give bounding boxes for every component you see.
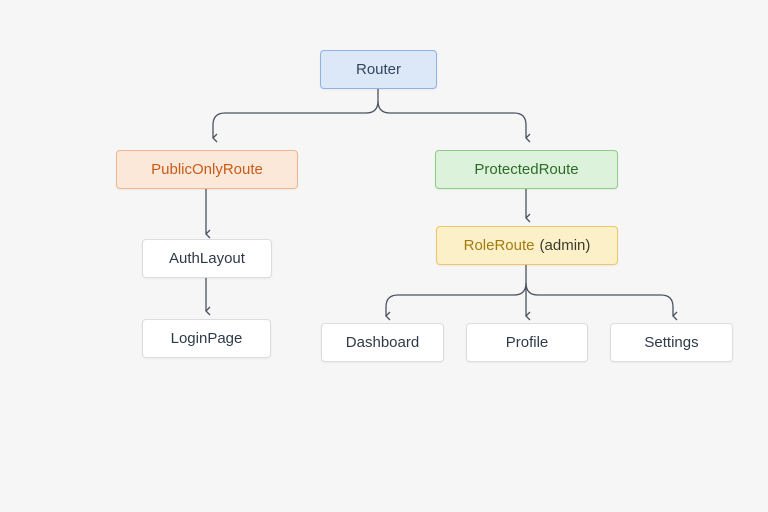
role-route-node-param: (admin) (539, 237, 591, 254)
auth-layout-node: AuthLayout (142, 239, 272, 278)
router-node: Router (320, 50, 437, 89)
protected-route-node: ProtectedRoute (435, 150, 618, 189)
router-node-label: Router (355, 61, 402, 78)
role-route-node-label: RoleRoute (463, 237, 535, 254)
dashboard-node-label: Dashboard (345, 334, 420, 351)
login-page-node: LoginPage (142, 319, 271, 358)
profile-node-label: Profile (505, 334, 549, 351)
role-route-node: RoleRoute (admin) (436, 226, 618, 265)
login-page-node-label: LoginPage (170, 330, 243, 347)
dashboard-node: Dashboard (321, 323, 444, 362)
public-only-route-node: PublicOnlyRoute (116, 150, 298, 189)
protected-route-node-label: ProtectedRoute (474, 161, 579, 178)
settings-node: Settings (610, 323, 733, 362)
edge-role-route-to-settings (525, 282, 678, 321)
auth-layout-node-label: AuthLayout (169, 250, 245, 267)
edge-role-route-to-dashboard (385, 265, 527, 321)
profile-node: Profile (466, 323, 588, 362)
edge-router-to-protected-route (377, 100, 531, 143)
public-only-route-node-label: PublicOnlyRoute (151, 161, 263, 178)
edge-router-to-public-only-route (212, 89, 379, 143)
settings-node-label: Settings (644, 334, 699, 351)
